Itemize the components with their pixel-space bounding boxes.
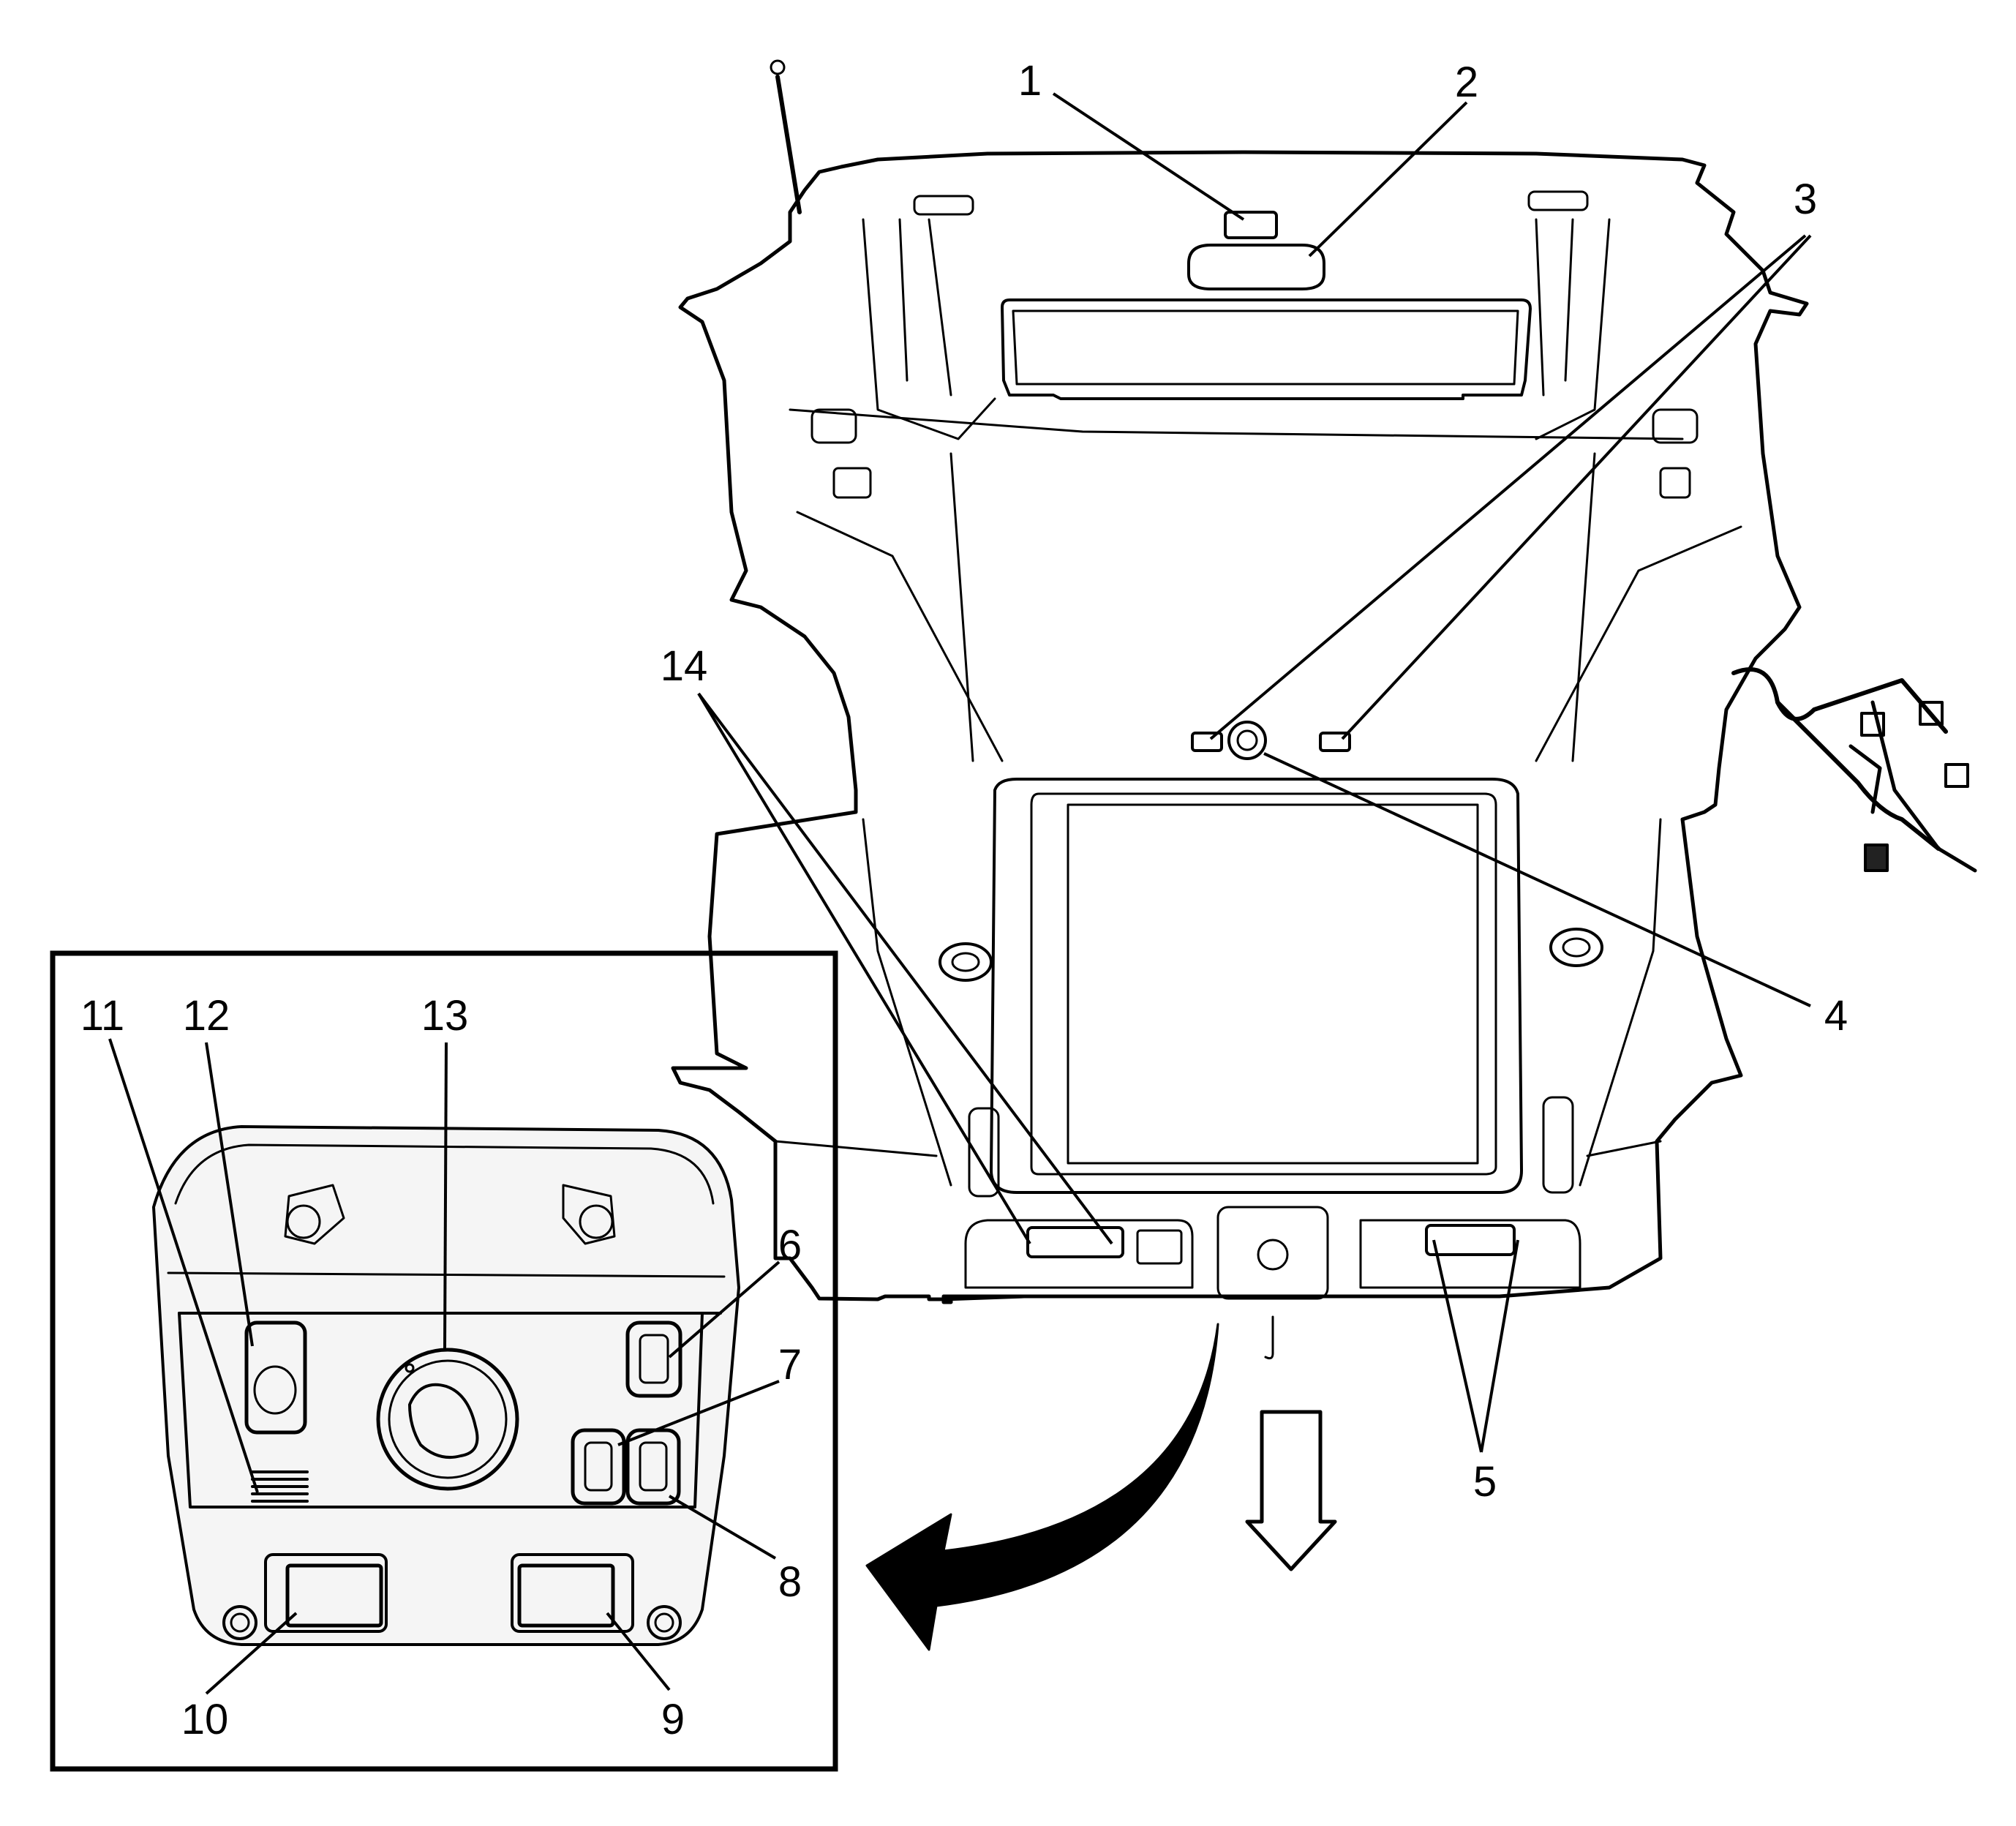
- front-sunroof-opening: [1001, 298, 1532, 400]
- rear-sunroof-opening: [990, 778, 1523, 1194]
- direction-arrows: [865, 1323, 1337, 1651]
- headliner-seams: [774, 218, 1742, 1187]
- front-right-handle-bezel: [1652, 408, 1699, 444]
- callout-9: 9: [661, 1696, 685, 1743]
- callout-2: 2: [1455, 59, 1478, 106]
- left-rear-vent: [939, 942, 993, 982]
- center-rear-console: [1216, 1206, 1329, 1300]
- detail-frame: [50, 950, 838, 1772]
- front-dome-lamp: [1227, 721, 1267, 760]
- callout-11: 11: [80, 992, 124, 1040]
- callout-3: 3: [1794, 176, 1817, 223]
- callout-7: 7: [778, 1341, 802, 1389]
- item-13-knob-bezel: [376, 1348, 519, 1491]
- item-7-switch: [571, 1428, 626, 1506]
- down-arrow: [1245, 1410, 1337, 1571]
- callout-4: 4: [1824, 992, 1848, 1040]
- item-9-lamp: [511, 1553, 634, 1633]
- callout-1: 1: [1018, 57, 1042, 105]
- item-12-lamp: [244, 1320, 307, 1435]
- item-11-louver: [251, 1470, 309, 1503]
- control-panel-recess: [178, 1312, 704, 1508]
- item-13-knob: [408, 1383, 479, 1459]
- headliner: [671, 59, 1809, 1360]
- antenna: [770, 59, 802, 214]
- detail-curved-arrow: [865, 1323, 1219, 1651]
- callout-5: 5: [1473, 1458, 1497, 1506]
- rear-overhead-console-detail: [152, 1125, 740, 1646]
- callout-labels: 1 2 3 4 5 6 7 8 9 10 11 12 13 14: [80, 57, 1848, 1743]
- left-rear-console-bezel: [964, 1219, 1194, 1289]
- callout-13: 13: [421, 992, 469, 1040]
- right-rear-grab-handle: [1542, 1096, 1574, 1194]
- item-10-lamp: [264, 1553, 388, 1633]
- right-rear-console-bezel: [1359, 1219, 1581, 1289]
- front-left-handle-bezel: [810, 408, 857, 444]
- leader-lines: [108, 92, 1812, 1695]
- headliner-outline: [671, 150, 1809, 1304]
- mirror-bracket: [1224, 211, 1278, 239]
- callout-6: 6: [778, 1222, 802, 1269]
- callout-14: 14: [661, 642, 708, 690]
- right-rear-vent: [1549, 928, 1603, 967]
- item-6-switch: [625, 1320, 682, 1398]
- callout-8: 8: [778, 1558, 802, 1606]
- left-rear-grab-handle: [968, 1107, 1000, 1198]
- callout-10: 10: [181, 1696, 229, 1743]
- wiring-harness: [1731, 667, 1977, 873]
- front-overhead-console: [1187, 244, 1325, 290]
- callout-12: 12: [183, 992, 230, 1040]
